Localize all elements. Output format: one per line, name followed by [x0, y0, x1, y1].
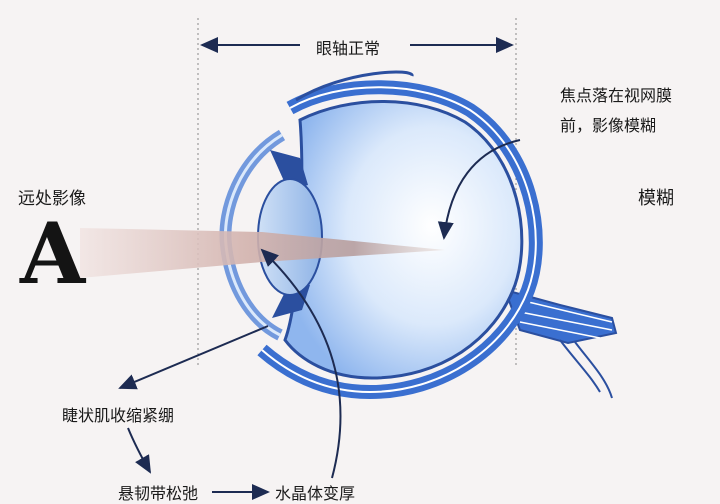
blurry-label: 模糊 [638, 188, 674, 209]
focus-arrow [437, 139, 521, 240]
ciliary-label: 睫状肌收缩紧绷 [62, 406, 175, 425]
axis-length-label: 眼轴正常 [316, 39, 381, 58]
lens-label: 水晶体变厚 [275, 484, 356, 503]
lens-arrow [260, 248, 342, 479]
optic-nerve [503, 288, 618, 399]
object-letter: A [20, 204, 86, 303]
focus-label-line2: 前，影像模糊 [560, 116, 657, 135]
focus-label-line1: 焦点落在视网膜 [560, 86, 673, 105]
zonule-label: 悬韧带松弛 [118, 484, 199, 503]
ciliary-arrow [118, 325, 269, 390]
distant-image-label: 远处影像 [18, 189, 86, 209]
ciliary-to-zonule-arrow [127, 427, 151, 474]
